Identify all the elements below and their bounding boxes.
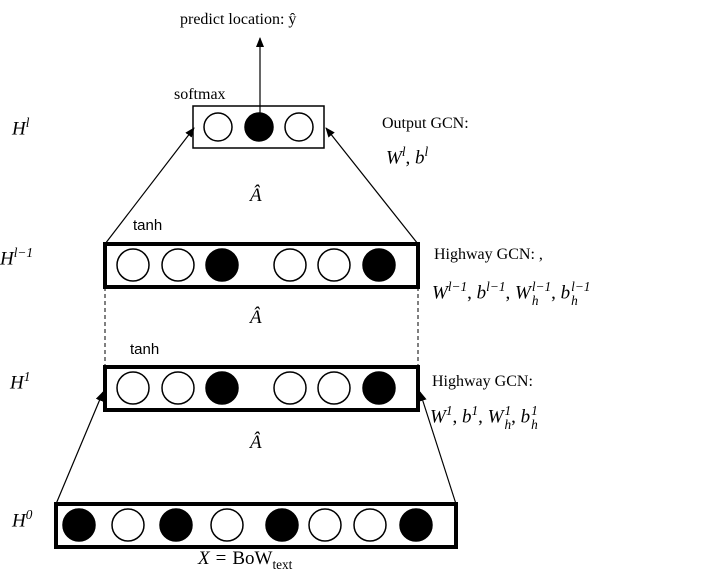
- highway-top-bh-sub: h: [571, 292, 578, 308]
- highway-top-bh: b: [560, 282, 571, 304]
- highway-bottom-layer-base: H: [10, 372, 24, 394]
- highway-top-wh-sup: l−1: [531, 279, 552, 295]
- highway-bottom-layer-sup: 1: [23, 369, 31, 384]
- highway-to-output-right-arrow: [325, 127, 419, 245]
- highway-bottom-bh: b: [520, 406, 531, 428]
- highway-bottom-bh-sup: 1: [531, 403, 538, 419]
- highway-bottom-wh-sub: h: [504, 416, 512, 432]
- output-b: b: [415, 147, 425, 169]
- highway-bottom-node-4: [273, 371, 307, 405]
- highway-top-node-3-active: [205, 248, 239, 282]
- highway-top-description: Highway GCN: ,: [434, 246, 543, 263]
- output-layer-box: [192, 105, 325, 149]
- input-node-2: [111, 508, 145, 542]
- highway-bottom-bh-sub: h: [531, 416, 538, 432]
- highway-top-w: W: [432, 282, 448, 304]
- prediction-label: predict location: ŷ: [180, 12, 296, 28]
- highway-bottom-node-3-active: [205, 371, 239, 405]
- highway-bottom-activation: tanh: [130, 341, 160, 358]
- output-w: W: [386, 147, 402, 169]
- input-layer-name: H0: [12, 508, 32, 530]
- output-node-3: [284, 112, 314, 142]
- input-formula-sub: text: [272, 556, 293, 572]
- output-layer-sup: l: [25, 115, 30, 130]
- input-node-5-active: [265, 508, 299, 542]
- highway-top-activation: tanh: [133, 217, 163, 234]
- highway-bottom-description: Highway GCN:: [432, 373, 533, 390]
- highway-bottom-b-sup: 1: [471, 403, 479, 418]
- highway-top-layer-base: H: [0, 248, 14, 270]
- output-layer-name: Hl: [12, 116, 29, 138]
- adjacency-symbol-bottom: Â: [250, 432, 262, 453]
- highway-bottom-node-2: [161, 371, 195, 405]
- output-node-1: [203, 112, 233, 142]
- output-node-2-active: [244, 112, 274, 142]
- input-formula-eq: =: [215, 548, 227, 569]
- input-layer-sup: 0: [25, 507, 33, 522]
- highway-top-nodes: [116, 248, 396, 282]
- output-layer-base: H: [12, 118, 26, 140]
- input-node-1-active: [62, 508, 96, 542]
- input-formula: X=BoWtext: [198, 549, 292, 571]
- output-params: Wl, bl: [386, 144, 429, 169]
- highway-top-b-sup: l−1: [486, 279, 506, 294]
- highway-top-b: b: [476, 282, 487, 304]
- highway-bottom-wh: W: [487, 406, 504, 428]
- highway-bottom-b: b: [461, 406, 472, 428]
- highway-top-node-5: [317, 248, 351, 282]
- highway-top-layer-sup: l−1: [13, 245, 34, 260]
- highway-bottom-wh-sup: 1: [504, 403, 512, 419]
- prediction-text: predict location: ŷ: [180, 11, 297, 28]
- input-to-highway-right-arrow: [418, 391, 457, 505]
- output-activation: softmax: [174, 86, 226, 103]
- input-layer-box: [54, 502, 458, 549]
- input-node-6: [308, 508, 342, 542]
- highway-bottom-node-6-active: [362, 371, 396, 405]
- highway-bottom-w: W: [430, 406, 446, 428]
- highway-bottom-nodes: [116, 371, 396, 405]
- input-node-7: [353, 508, 387, 542]
- adjacency-symbol-top: Â: [250, 185, 262, 206]
- highway-bottom-w-sup: 1: [445, 403, 453, 418]
- highway-top-node-4: [273, 248, 307, 282]
- input-formula-bow: BoW: [232, 548, 273, 569]
- input-node-8-active: [399, 508, 433, 542]
- input-nodes: [62, 508, 433, 542]
- highway-top-node-2: [161, 248, 195, 282]
- highway-top-wh: W: [514, 282, 531, 304]
- adjacency-symbol-middle: Â: [250, 307, 262, 328]
- highway-top-node-1: [116, 248, 150, 282]
- highway-top-layer-box: [103, 242, 420, 289]
- highway-bottom-layer-box: [103, 365, 420, 412]
- input-node-4: [210, 508, 244, 542]
- output-w-sup: l: [401, 144, 406, 159]
- highway-to-output-left-arrow: [104, 127, 195, 245]
- highway-bottom-node-5: [317, 371, 351, 405]
- input-formula-x: X: [198, 548, 210, 569]
- highway-top-wh-sub: h: [531, 292, 539, 308]
- input-to-highway-left-arrow: [55, 391, 104, 505]
- input-layer-base: H: [12, 510, 26, 532]
- output-description: Output GCN:: [382, 115, 469, 132]
- highway-bottom-node-1: [116, 371, 150, 405]
- output-nodes: [203, 112, 314, 142]
- highway-top-node-6-active: [362, 248, 396, 282]
- highway-bottom-layer-name: H1: [10, 370, 30, 392]
- highway-top-w-sup: l−1: [447, 279, 468, 294]
- output-b-sup: l: [424, 144, 429, 159]
- input-node-3-active: [159, 508, 193, 542]
- highway-top-layer-name: Hl−1: [0, 246, 33, 268]
- highway-top-bh-sup: l−1: [571, 279, 591, 295]
